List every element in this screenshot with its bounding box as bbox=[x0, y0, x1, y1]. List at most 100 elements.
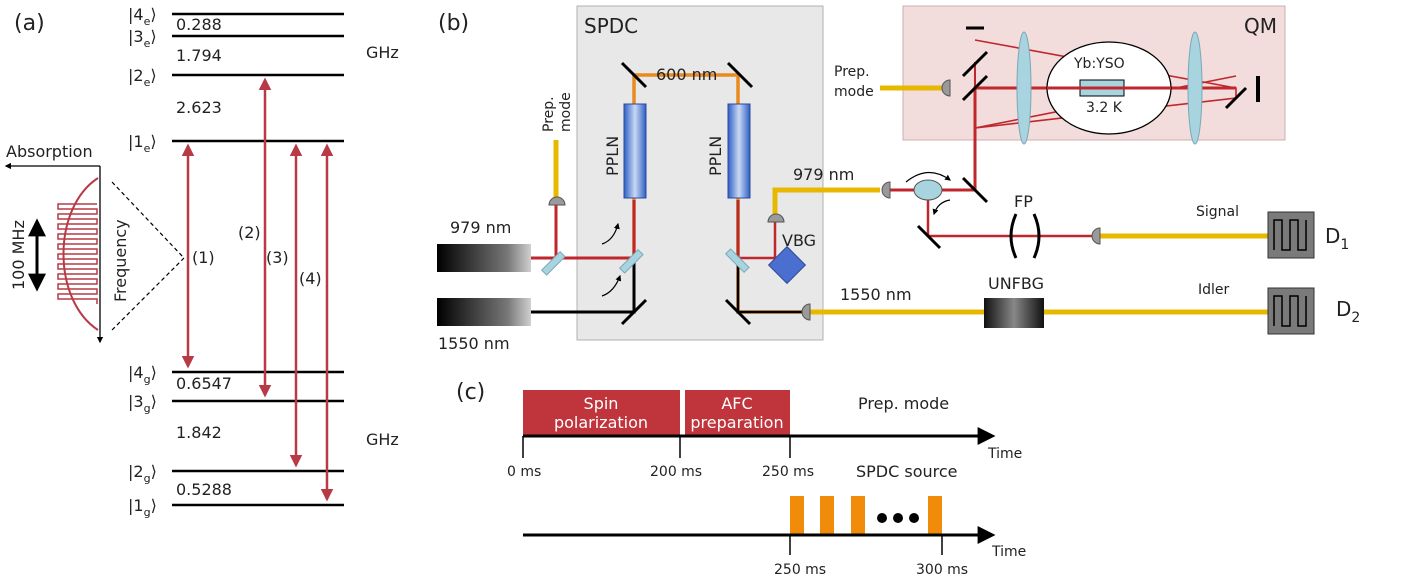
prep-mode-vertical-line2: mode bbox=[558, 92, 574, 132]
lens-right bbox=[1187, 31, 1203, 145]
temperature-label: 3.2 K bbox=[1086, 100, 1123, 116]
transition-1-label: (1) bbox=[192, 248, 215, 267]
split-05288: 0.5288 bbox=[176, 480, 232, 499]
prep-mode-qm-line2: mode bbox=[834, 84, 874, 100]
mirror-qm-right bbox=[1224, 86, 1248, 110]
detector-d1-label: D1 bbox=[1325, 224, 1349, 253]
tick-label-250ms-bottom: 250 ms bbox=[774, 562, 826, 578]
prep-mode-label: Prep. mode bbox=[858, 394, 949, 413]
curved-arrow-lower bbox=[601, 274, 622, 297]
ppln-crystal-right bbox=[727, 103, 751, 199]
mirror-qm-left bbox=[961, 74, 989, 102]
spin-polarization-block bbox=[523, 390, 680, 436]
coupler-idler bbox=[801, 303, 811, 321]
mirror-top-right bbox=[726, 61, 754, 89]
level-label-2g: |2g⟩ bbox=[128, 462, 157, 485]
afc-comb bbox=[57, 203, 98, 304]
fiber-couplers bbox=[548, 79, 1101, 321]
transition-4-label: (4) bbox=[299, 269, 322, 288]
spin-block-line1: Spin bbox=[584, 394, 619, 413]
level-label-1g: |1g⟩ bbox=[128, 496, 157, 519]
vbg-element bbox=[767, 245, 807, 285]
zoom-line-bottom bbox=[111, 257, 185, 331]
circulator bbox=[913, 179, 943, 201]
circ-arrow-top bbox=[905, 171, 951, 183]
signal-out-beam bbox=[736, 200, 777, 260]
mirror-top-left bbox=[620, 61, 648, 89]
tick-label-200ms: 200 ms bbox=[650, 464, 702, 480]
signal-label: Signal bbox=[1196, 204, 1239, 220]
split-2623: 2.623 bbox=[176, 98, 222, 117]
panel-c-label: (c) bbox=[456, 380, 485, 405]
coupler-qm-prep bbox=[941, 79, 951, 97]
laser-979 bbox=[437, 244, 531, 272]
panel-a-label: (a) bbox=[14, 11, 45, 36]
spin-block-line2: polarization bbox=[554, 413, 648, 432]
tick-label-0ms: 0 ms bbox=[507, 464, 541, 480]
time-label-bottom: Time bbox=[991, 544, 1026, 560]
detector-d2-meander bbox=[1273, 295, 1307, 327]
prep-mode-qm-line1: Prep. bbox=[834, 64, 870, 80]
circulator-arrows bbox=[905, 171, 951, 216]
laser-1550 bbox=[437, 298, 531, 326]
detector-d2: D2 bbox=[1267, 287, 1360, 335]
dot-1 bbox=[877, 513, 887, 523]
beamsplitters bbox=[540, 248, 750, 276]
fp-mirror-left bbox=[1009, 213, 1018, 259]
spdc-box bbox=[576, 5, 824, 341]
lens-left bbox=[1016, 31, 1032, 145]
level-label-1e: |1e⟩ bbox=[128, 132, 157, 155]
transition-labels: (1) (2) (3) (4) bbox=[192, 223, 322, 288]
fp-label: FP bbox=[1014, 192, 1033, 211]
laser-1550-label: 1550 nm bbox=[438, 334, 510, 353]
laser-979-label: 979 nm bbox=[450, 218, 511, 237]
excited-level-lines bbox=[172, 12, 344, 143]
panel-c: (c) Spin polarization AFC preparation Pr… bbox=[456, 380, 1026, 578]
dot-3 bbox=[909, 513, 919, 523]
level-label-3g: |3g⟩ bbox=[128, 392, 157, 415]
coupler-signal-in bbox=[881, 181, 891, 199]
curved-arrow-upper bbox=[601, 222, 620, 245]
panel-b-label: (b) bbox=[438, 11, 469, 36]
afc-preparation-block bbox=[685, 390, 790, 436]
ppln-crystal-left bbox=[623, 103, 647, 199]
spdc-pulse-4 bbox=[928, 496, 942, 535]
ellipsis-dots bbox=[877, 513, 919, 523]
dichroic-left-2 bbox=[618, 248, 644, 274]
spdc-curved-arrows bbox=[601, 222, 622, 297]
absorption-label: Absorption bbox=[6, 142, 93, 161]
level-label-3e: |3e⟩ bbox=[128, 27, 157, 50]
unfbg-element bbox=[984, 298, 1044, 328]
dot-2 bbox=[893, 513, 903, 523]
excited-unit: GHz bbox=[366, 43, 399, 62]
wl-600-label: 600 nm bbox=[656, 65, 717, 84]
circ-arrow-bottom bbox=[932, 199, 951, 216]
detector-d2-label: D2 bbox=[1336, 297, 1360, 326]
ground-level-labels: |4g⟩ |3g⟩ |2g⟩ |1g⟩ bbox=[128, 363, 157, 519]
wl-979-out-label: 979 nm bbox=[793, 165, 854, 184]
zoom-line-top bbox=[111, 181, 185, 259]
afc-block-line2: preparation bbox=[690, 413, 783, 432]
panel-a: (a) |4e⟩ |3e⟩ |2e⟩ |1e⟩ 0.288 1.794 2.62… bbox=[4, 5, 399, 519]
mirror-bottom-right bbox=[724, 298, 752, 326]
spdc-pulse-3 bbox=[851, 496, 865, 535]
yb-yso-label: Yb:YSO bbox=[1073, 56, 1125, 72]
ppln-left-label: PPLN bbox=[603, 136, 622, 176]
level-label-2e: |2e⟩ bbox=[128, 66, 157, 89]
absorption-inset: Absorption Frequency 100 MHz bbox=[4, 142, 185, 344]
wl-1550-out-label: 1550 nm bbox=[840, 285, 912, 304]
mirror-qm-upper bbox=[961, 50, 989, 78]
time-label-top: Time bbox=[987, 446, 1022, 462]
dichroic-right bbox=[724, 248, 750, 274]
coupler-prep-vertical bbox=[548, 196, 566, 206]
unfbg-label: UNFBG bbox=[988, 274, 1044, 293]
level-label-4g: |4g⟩ bbox=[128, 363, 157, 386]
detector-d1-body bbox=[1267, 211, 1315, 259]
frequency-label: Frequency bbox=[111, 219, 130, 302]
excited-splittings: 0.288 1.794 2.623 GHz bbox=[176, 15, 399, 117]
spdc-pulse-2 bbox=[820, 496, 834, 535]
prep-mode-vertical-line1: Prep. bbox=[541, 96, 557, 132]
signal-fiber-a bbox=[772, 187, 880, 215]
panel-b: (b) SPDC QM 979 nm 1550 nm bbox=[437, 5, 1360, 353]
